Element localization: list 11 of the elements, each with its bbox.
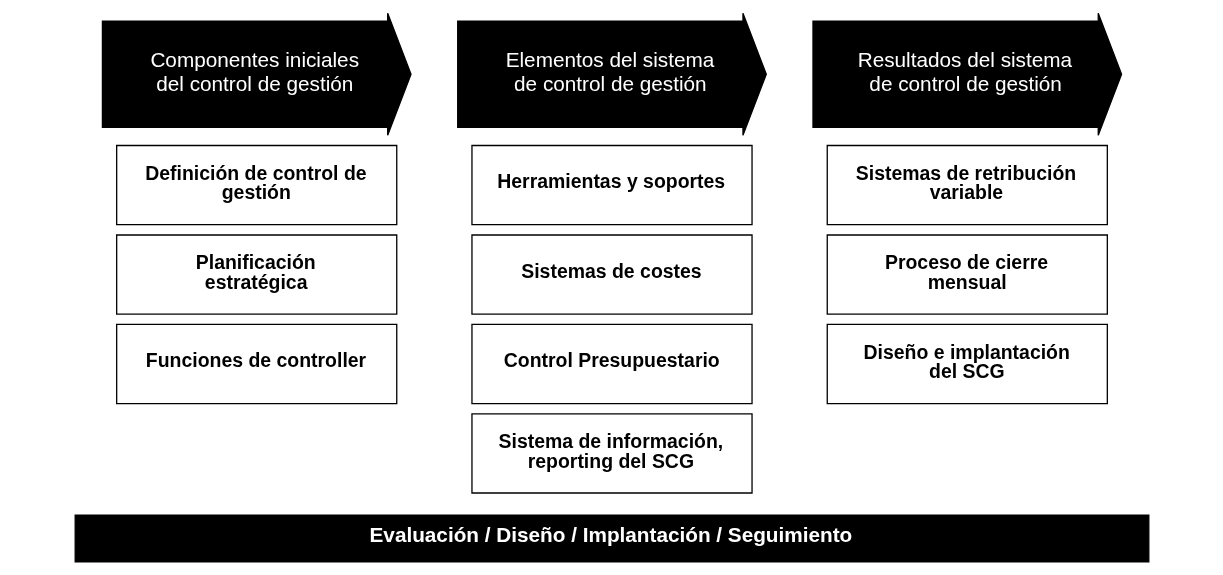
node-box: Control Presupuestario	[470, 323, 753, 405]
node-box: Sistema de información, reporting del SCG	[470, 413, 753, 494]
node-box: Proceso de cierre mensual	[826, 234, 1108, 315]
node-box: Definición de control de gestión	[115, 144, 397, 226]
node-box: Evaluación / Diseño / Implantación / Seguimiento	[74, 514, 1149, 563]
node-box: Sistemas de retribución variable	[826, 144, 1108, 226]
node-box: Funciones de controller	[115, 323, 397, 405]
node-box: Planificación estratégica	[115, 234, 397, 315]
node-box: Diseño e implantación del SCG	[826, 323, 1108, 405]
node-box: Herramientas y soportes	[470, 144, 753, 226]
node-box: Sistemas de costes	[470, 234, 753, 315]
